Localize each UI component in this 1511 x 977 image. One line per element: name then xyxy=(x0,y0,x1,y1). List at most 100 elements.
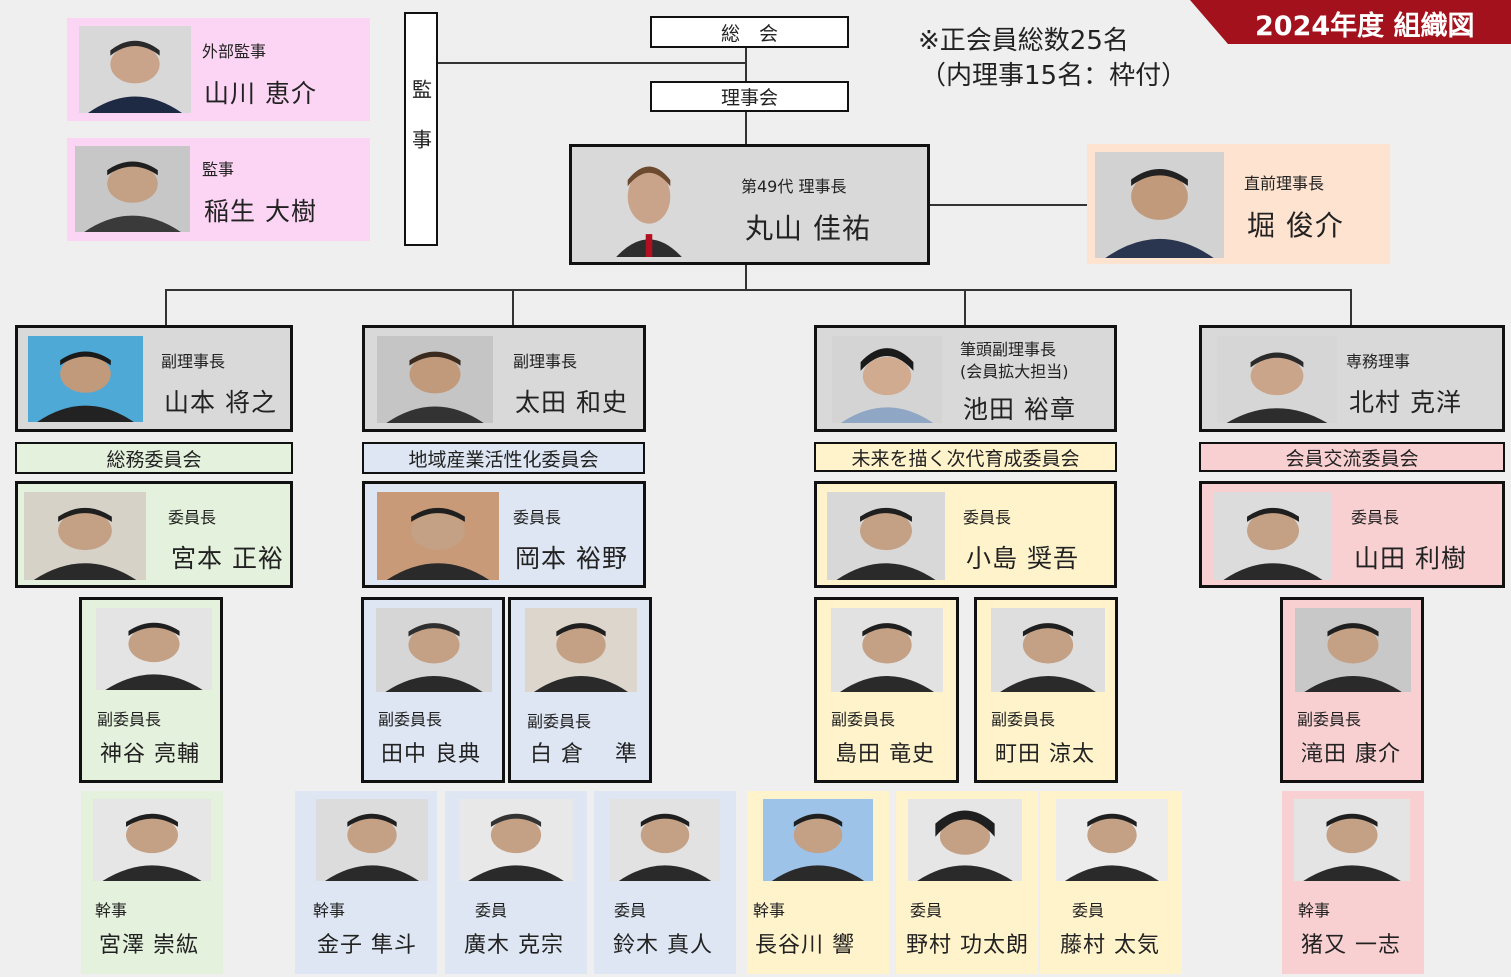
vice-chair-role: 副委員長 xyxy=(97,710,162,729)
chair-name: 小島 奨吾 xyxy=(966,544,1079,573)
vice-chair-role: 副委員長 xyxy=(991,710,1056,729)
member-role: 幹事 xyxy=(753,901,786,920)
photo xyxy=(831,608,943,692)
vice-chair-name: 神谷 亮輔 xyxy=(100,742,200,767)
committee-name-bar: 総務委員会 xyxy=(15,442,293,474)
title-banner xyxy=(1190,0,1511,44)
member-role: 委員 xyxy=(614,901,647,920)
vice-chair-name: 滝田 康介 xyxy=(1301,742,1401,767)
photo xyxy=(93,799,211,881)
auditor-role: 外部監事 xyxy=(202,42,267,61)
member-role: 委員 xyxy=(475,901,508,920)
photo xyxy=(525,608,637,692)
member-card: 委員 藤村 太気 xyxy=(1040,791,1182,974)
vp-name: 北村 克洋 xyxy=(1349,388,1462,417)
vp-card: 副理事長 太田 和史 xyxy=(362,325,646,432)
photo xyxy=(96,608,212,690)
vp-role: 専務理事 xyxy=(1346,352,1411,371)
auditor-name: 山川 恵介 xyxy=(204,79,317,108)
member-name: 金子 隼斗 xyxy=(317,933,417,958)
vp-name: 池田 裕章 xyxy=(963,395,1076,424)
vice-chair-card: 副委員長 田中 良典 xyxy=(361,597,505,783)
member-role: 委員 xyxy=(910,901,943,920)
member-card: 委員 廣木 克宗 xyxy=(445,791,587,974)
vice-chair-role: 副委員長 xyxy=(831,710,896,729)
board-box: 理事会 xyxy=(650,81,849,112)
chair-role: 委員長 xyxy=(963,508,1012,527)
photo xyxy=(459,799,573,881)
photo xyxy=(991,608,1105,692)
photo xyxy=(608,153,690,257)
vp-card-lead: 筆頭副理事長 (会員拡大担当) 池田 裕章 xyxy=(814,325,1117,432)
vice-chair-name: 町田 涼太 xyxy=(995,742,1095,767)
photo xyxy=(1217,336,1337,423)
photo xyxy=(376,608,492,692)
vice-chair-card: 副委員長 町田 涼太 xyxy=(974,597,1118,783)
vp-card: 副理事長 山本 将之 xyxy=(15,325,293,432)
member-name: 鈴木 真人 xyxy=(613,933,713,958)
board-count-note: （内理事15名：枠付） xyxy=(920,61,1188,91)
chair-card: 委員長 小島 奨吾 xyxy=(814,481,1117,588)
vp-role: 筆頭副理事長 xyxy=(960,340,1057,359)
past-president-card: 直前理事長 堀 俊介 xyxy=(1087,144,1390,264)
member-name: 長谷川 響 xyxy=(755,933,855,958)
member-role: 幹事 xyxy=(313,901,346,920)
photo xyxy=(79,26,191,113)
member-count-note: ※正会員総数25名 xyxy=(918,26,1129,56)
photo xyxy=(1056,799,1168,881)
chair-name: 岡本 裕野 xyxy=(515,544,628,573)
vice-chair-name: 田中 良典 xyxy=(381,742,481,767)
vp-card-executive: 専務理事 北村 克洋 xyxy=(1199,325,1505,432)
auditor-role: 監事 xyxy=(202,160,235,179)
president-role: 第49代 理事長 xyxy=(741,177,847,196)
member-card: 幹事 宮澤 崇紘 xyxy=(81,791,223,974)
committee-name-bar: 会員交流委員会 xyxy=(1199,442,1505,472)
vp-role-sub: (会員拡大担当) xyxy=(960,362,1069,381)
chair-name: 宮本 正裕 xyxy=(171,544,284,573)
photo xyxy=(832,336,942,423)
member-name: 藤村 太気 xyxy=(1060,933,1160,958)
member-card: 幹事 長谷川 響 xyxy=(747,791,889,974)
general-assembly-box: 総 会 xyxy=(650,16,849,48)
committee-name-bar: 地域産業活性化委員会 xyxy=(362,442,645,474)
vice-chair-role: 副委員長 xyxy=(378,710,443,729)
vp-name: 山本 将之 xyxy=(164,388,277,417)
page-title: 2024年度 組織図 xyxy=(1255,11,1475,42)
chair-card: 委員長 岡本 裕野 xyxy=(362,481,646,588)
chair-role: 委員長 xyxy=(513,508,562,527)
photo xyxy=(377,492,499,580)
photo xyxy=(610,799,720,881)
vice-chair-role: 副委員長 xyxy=(1297,710,1362,729)
member-card: 幹事 金子 隼斗 xyxy=(295,791,437,974)
photo xyxy=(75,146,190,232)
past-president-name: 堀 俊介 xyxy=(1247,209,1344,242)
chair-role: 委員長 xyxy=(168,508,217,527)
vice-chair-name: 白 倉 準 xyxy=(530,742,638,767)
vice-chair-card: 副委員長 神谷 亮輔 xyxy=(79,597,223,783)
photo xyxy=(377,336,493,423)
photo xyxy=(1214,492,1332,580)
auditor-card-external: 外部監事 山川 恵介 xyxy=(67,18,370,121)
president-name: 丸山 佳祐 xyxy=(745,212,871,245)
auditor-box: 監事 xyxy=(404,12,438,246)
photo xyxy=(316,799,428,881)
vice-chair-card: 副委員長 滝田 康介 xyxy=(1280,597,1424,783)
member-card: 委員 野村 功太朗 xyxy=(896,791,1038,974)
vice-chair-card: 副委員長 白 倉 準 xyxy=(508,597,652,783)
chair-card: 委員長 山田 利樹 xyxy=(1199,481,1505,588)
photo xyxy=(908,799,1022,881)
member-card: 委員 鈴木 真人 xyxy=(594,791,736,974)
member-card: 幹事 猪又 一志 xyxy=(1282,791,1424,974)
chair-role: 委員長 xyxy=(1351,508,1400,527)
chair-name: 山田 利樹 xyxy=(1354,544,1467,573)
vice-chair-role: 副委員長 xyxy=(527,712,592,731)
vice-chair-card: 副委員長 島田 竜史 xyxy=(814,597,959,783)
auditor-label: 監事 xyxy=(408,79,433,179)
president-card: 第49代 理事長 丸山 佳祐 xyxy=(569,144,930,265)
member-role: 幹事 xyxy=(95,901,128,920)
committee-name-bar: 未来を描く次代育成委員会 xyxy=(814,442,1117,472)
photo xyxy=(827,492,945,580)
auditor-card: 監事 稲生 大樹 xyxy=(67,138,370,241)
photo xyxy=(28,336,143,422)
chair-card: 委員長 宮本 正裕 xyxy=(15,481,293,588)
